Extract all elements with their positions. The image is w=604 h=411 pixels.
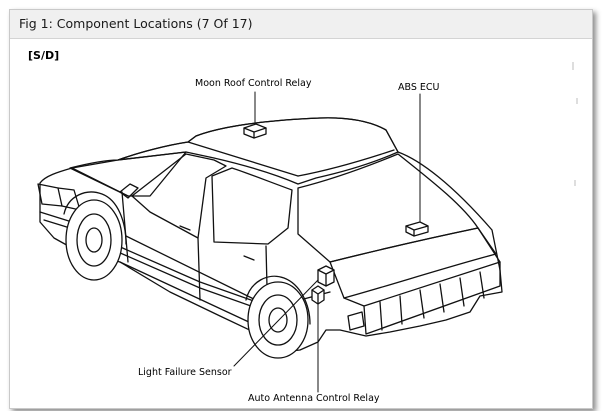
variant-label: [S/D] (28, 49, 60, 62)
front-door-window (131, 153, 227, 239)
trunk-lid (329, 227, 497, 299)
windshield (69, 151, 187, 197)
leader-light-failure (233, 279, 319, 367)
title-bar: Fig 1: Component Locations (7 Of 17) (10, 10, 592, 39)
license-plate (347, 311, 365, 331)
rear-wheel (247, 281, 309, 359)
roof-rear-edge (297, 149, 395, 177)
label-abs-ecu: ABS ECU (398, 82, 440, 93)
label-auto-antenna-control-relay: Auto Antenna Control Relay (248, 393, 380, 404)
label-moon-roof-control-relay: Moon Roof Control Relay (195, 78, 312, 89)
front-wheel (65, 199, 123, 281)
figure-title: Fig 1: Component Locations (7 Of 17) (19, 16, 253, 31)
roof-edge (187, 141, 299, 177)
tail-lamp (363, 261, 501, 335)
rear-door-window (211, 167, 293, 245)
label-light-failure-sensor: Light Failure Sensor (138, 367, 232, 378)
side-mirror (119, 183, 139, 199)
headlamp (37, 183, 63, 207)
